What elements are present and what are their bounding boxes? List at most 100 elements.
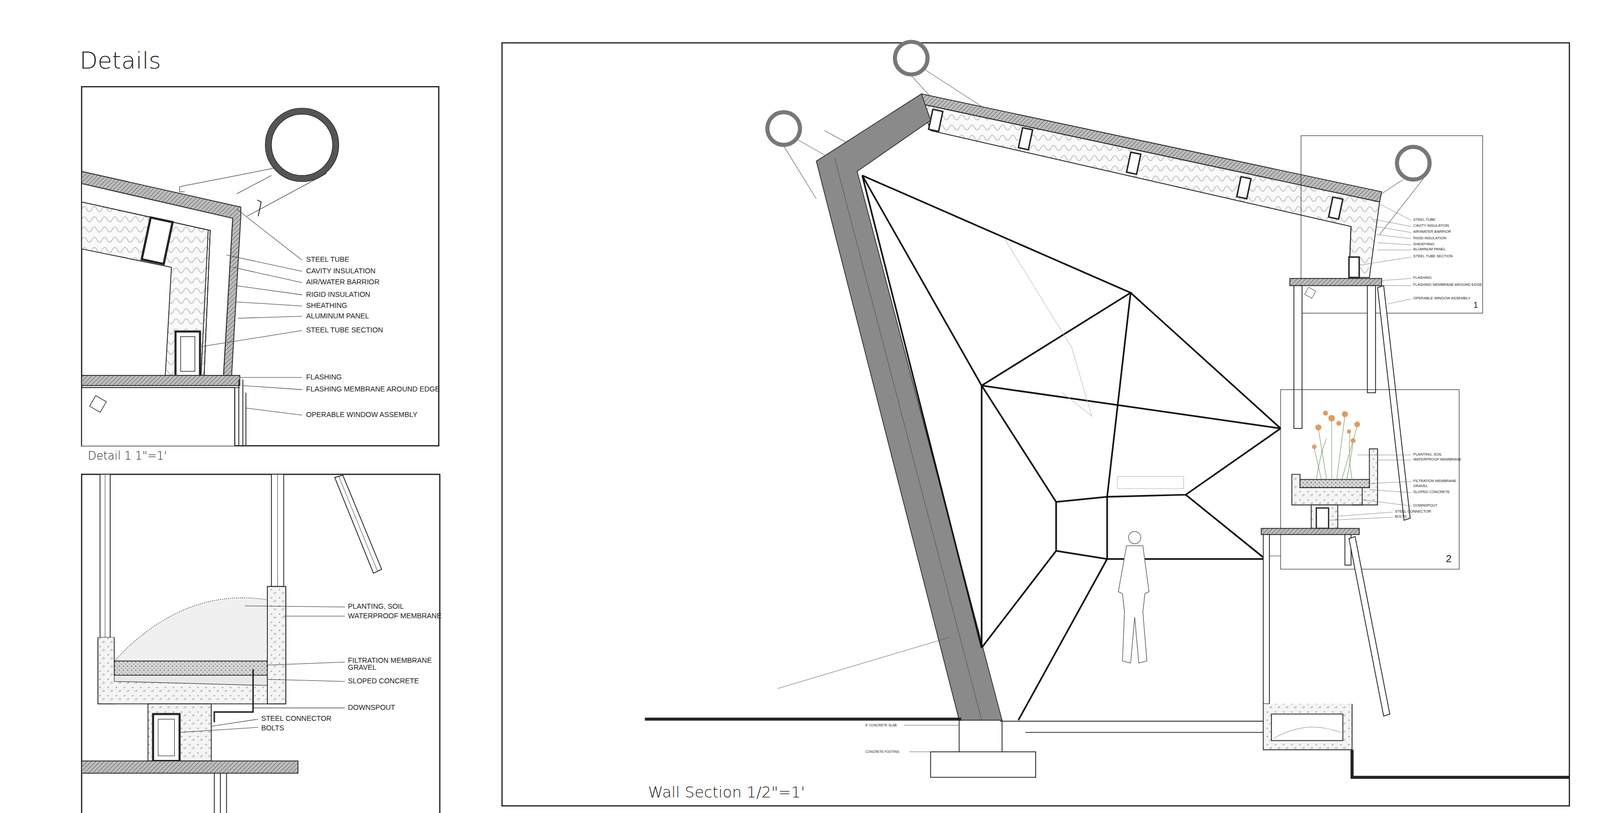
- drawing-line: [1328, 517, 1393, 521]
- part-label: WATERPROOF MEMBRANE: [348, 612, 442, 620]
- drawing-rect: [100, 474, 111, 638]
- drawing-path: [1263, 704, 1353, 751]
- drawing-g: [1312, 410, 1361, 450]
- wall-section: [502, 42, 1570, 807]
- part-label: FLASHING: [1413, 275, 1432, 280]
- drawing-line: [211, 719, 259, 727]
- drawing-line: [1377, 242, 1412, 245]
- drawing-line: [1331, 420, 1333, 480]
- drawing-line: [1341, 426, 1358, 480]
- drawing-path: [179, 186, 185, 192]
- drawing-line: [1018, 559, 1108, 721]
- drawing-polyline: [1056, 550, 1266, 559]
- drawing-rect: [81, 375, 240, 386]
- drawing-line: [777, 637, 949, 690]
- drawing-line: [267, 679, 346, 682]
- drawing-line: [283, 615, 345, 617]
- part-label: PLANTING, SOIL: [348, 602, 405, 611]
- scale-caption: Wall Section 1/2"=1': [648, 784, 806, 801]
- part-label: BOLTS: [1394, 514, 1407, 519]
- part-label: CAVITY INSULATION: [305, 267, 376, 275]
- drawing-line: [232, 267, 303, 283]
- drawing-line: [1055, 502, 1057, 552]
- drawing-rect: [1018, 127, 1033, 150]
- drawing-rect: [1349, 256, 1360, 278]
- drawing-path: [256, 199, 261, 217]
- part-label: AIR/WATER BARRIOR: [305, 278, 380, 286]
- drawing-circle: [1315, 424, 1322, 431]
- drawing-line: [903, 725, 959, 726]
- part-label: FLASHING: [305, 373, 342, 382]
- drawing-g: [862, 175, 1281, 721]
- drawing-line: [1337, 512, 1393, 517]
- drawing-line: [179, 168, 274, 187]
- callout-number: 1: [1473, 300, 1478, 310]
- drawing-line: [1000, 721, 1266, 723]
- drawing-line: [981, 385, 983, 649]
- drawing-line: [1373, 219, 1412, 227]
- drawing-line: [783, 145, 817, 199]
- drawing-rect: [271, 474, 284, 587]
- drawing-line: [909, 751, 931, 753]
- drawing-polygon: [921, 93, 1382, 202]
- part-label: GRAVEL: [348, 664, 377, 672]
- drawing-circle: [265, 108, 340, 182]
- drawing-line: [1383, 285, 1412, 286]
- drawing-line: [200, 230, 208, 376]
- drawing-line: [242, 379, 244, 446]
- drawing-line: [1375, 226, 1412, 233]
- part-label: SHEATHING: [305, 301, 348, 310]
- drawing-line: [226, 773, 228, 813]
- drawing-rect: [81, 761, 298, 774]
- part-label: STEEL CONNECTOR: [261, 715, 332, 723]
- drawing-path: [114, 597, 268, 662]
- part-label: ALUMINUM PANEL: [1413, 247, 1446, 252]
- drawing-polyline: [1352, 750, 1570, 778]
- part-label: SHEATHING: [1413, 242, 1435, 247]
- drawing-rect: [1300, 479, 1370, 488]
- drawing-rect: [158, 719, 175, 757]
- drawing-polygon: [816, 93, 1003, 721]
- drawing-rect: [1271, 714, 1344, 741]
- drawing-line: [244, 605, 346, 607]
- drawing-line: [242, 385, 302, 390]
- drawing-polygon: [1377, 285, 1411, 521]
- drawing-g: [81, 108, 339, 446]
- part-label: STEEL TUBE: [1413, 217, 1436, 222]
- drawing-polygon: [1349, 536, 1391, 717]
- drawing-line: [267, 662, 346, 666]
- callout-number: 2: [1445, 553, 1452, 565]
- drawing-polyline: [81, 474, 440, 813]
- drawing-g: [777, 637, 960, 753]
- scale-caption: Detail 1 1"=1': [87, 450, 167, 463]
- part-label: OPERABLE WINDOW ASSEMBLY: [305, 411, 418, 419]
- drawing-line: [1377, 459, 1412, 461]
- drawing-circle: [767, 112, 800, 145]
- drawing-rect: [180, 336, 196, 372]
- drawing-line: [1357, 454, 1412, 456]
- drawing-line: [1379, 204, 1412, 221]
- drawing-line: [1387, 298, 1412, 304]
- drawing-circle: [1128, 531, 1141, 544]
- drawing-line: [1314, 449, 1322, 480]
- part-label: FLASHING MEMBRANE AROUND EDGE: [1413, 282, 1482, 287]
- drawing-line: [246, 173, 327, 217]
- drawing-rect: [1280, 389, 1460, 570]
- drawing-line: [1107, 292, 1131, 498]
- part-label: WATERPROOF MEMBRANE: [1413, 457, 1462, 462]
- drawing-path: [1118, 545, 1149, 664]
- drawing-circle: [1341, 411, 1348, 418]
- drawing-line: [226, 254, 302, 272]
- drawing-rect: [502, 43, 1570, 807]
- part-label: GRAVEL: [1413, 484, 1428, 489]
- part-label: FILTRATION MEMBRANE: [1413, 479, 1457, 484]
- drawing-line: [981, 385, 1281, 429]
- drawing-line: [338, 476, 378, 572]
- drawing-path: [1352, 487, 1363, 506]
- drawing-rect: [1328, 197, 1343, 220]
- drawing-path: [1273, 727, 1341, 739]
- drawing-rect: [1117, 476, 1184, 489]
- drawing-line: [645, 717, 962, 721]
- drawing-line: [237, 316, 302, 319]
- drawing-rect: [1304, 287, 1316, 299]
